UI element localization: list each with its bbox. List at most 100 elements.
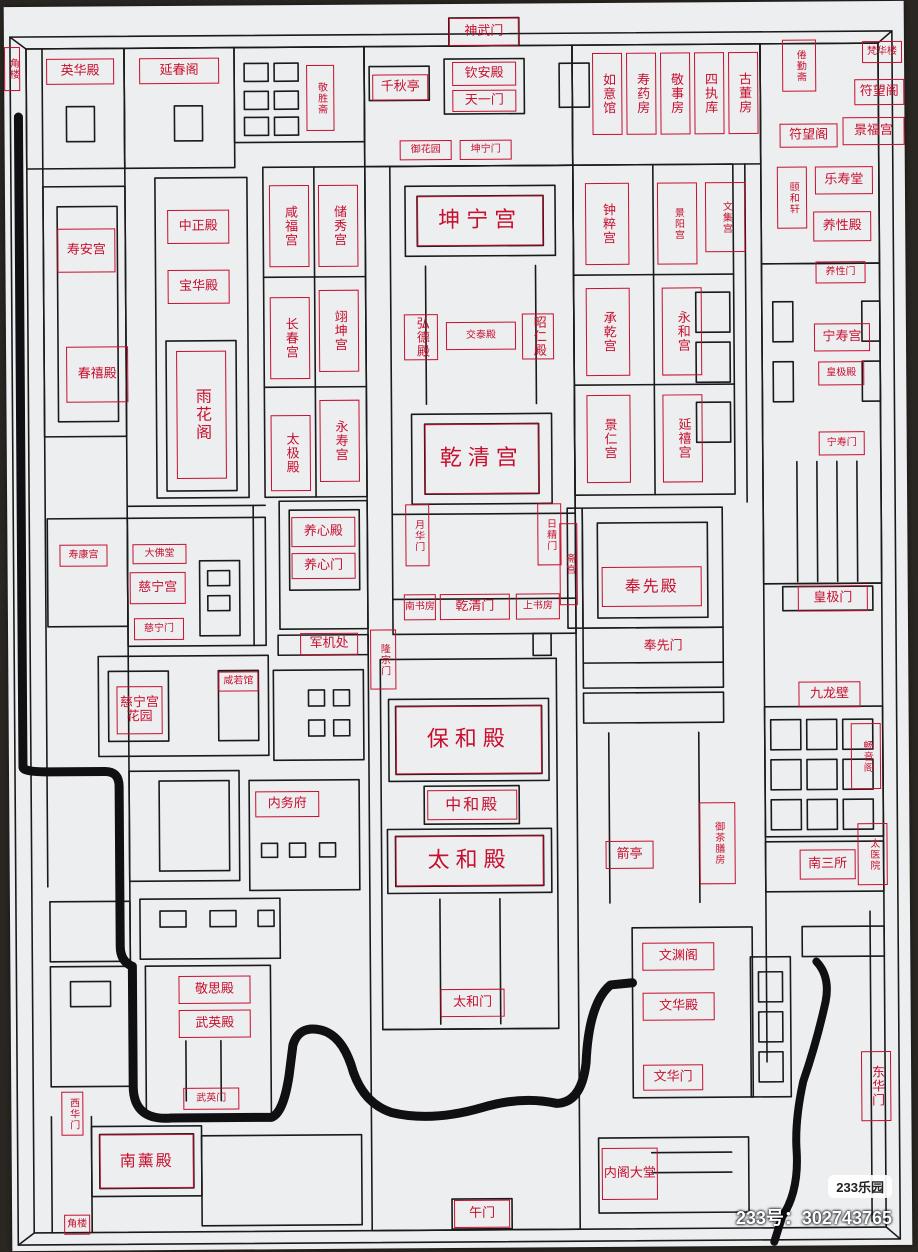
label-hongdedian: 弘德殿 (403, 314, 439, 361)
label-yinghuadian: 英华殿 (46, 58, 115, 85)
label-neiwufu: 内务府 (255, 790, 320, 818)
forbidden-city-plan (9, 16, 902, 1246)
label-shangshufang: 上书房 (515, 593, 560, 620)
label-juanqinzhai: 倦勤斋 (781, 39, 817, 92)
label-jianting: 箭亭 (605, 840, 654, 869)
label-wenyuange: 文渊阁 (642, 942, 715, 971)
label-zhongzhengdian: 中正殿 (167, 209, 230, 245)
label-yikungong: 翊坤宫 (318, 289, 360, 372)
label-ciningmen: 慈宁门 (133, 617, 185, 641)
label-junjichu: 军机处 (300, 632, 359, 656)
label-yangxindian: 养心殿 (291, 516, 356, 548)
inner-golden-water-river (13, 112, 637, 1123)
label-corner-tower-bl: 角楼 (64, 1214, 91, 1235)
label-neigedatang: 内阁大堂 (601, 1147, 659, 1201)
label-fuwangge2: 符望阁 (779, 123, 838, 148)
label-dafodian: 大佛堂 (132, 543, 187, 565)
label-jingsidian: 敬思殿 (178, 975, 251, 1004)
label-nansansuo: 南三所 (799, 849, 856, 880)
label-zhonghedian: 中和殿 (427, 789, 518, 821)
label-yuhuayuan: 御花园 (399, 140, 452, 161)
label-yangxingdian: 养性殿 (813, 211, 872, 242)
label-shouandian: 寿安宫 (57, 228, 116, 273)
label-qianqingmen: 乾清门 (439, 593, 510, 621)
label-fengxiandian: 奉先殿 (601, 566, 702, 607)
label-jiaotaidian: 交泰殿 (445, 321, 517, 351)
label-yuehuamen: 月华门 (405, 504, 430, 567)
label-ningshoumen: 宁寿门 (818, 431, 865, 456)
watermark-text: 233号：302743765 (735, 1208, 892, 1228)
label-zhongdinggong: 文集宫 (704, 181, 746, 253)
label-chengqiangong: 承乾宫 (585, 287, 631, 377)
label-huangjimen: 皇极门 (797, 585, 868, 612)
label-sizhiku: 四执库 (694, 52, 725, 135)
outer-wall (9, 30, 902, 1246)
label-yuhuage: 雨花阁 (176, 350, 227, 479)
label-yuchashanfang: 御茶膳房 (699, 802, 736, 885)
label-shoukanggong: 寿康宫 (59, 544, 108, 567)
label-jingrengong: 景仁宫 (586, 394, 632, 484)
east-river (770, 957, 831, 1246)
label-corner-tower-tl: 角楼 (3, 47, 21, 92)
label-baohedian: 保和殿 (395, 705, 543, 775)
label-wenhuamen: 文华门 (643, 1064, 704, 1091)
label-jingqige: 景福宫 (842, 116, 905, 146)
label-xianfugong: 咸福宫 (268, 185, 310, 268)
label-kunninggong: 坤宁宫 (416, 195, 544, 247)
label-qianqinggong: 乾清宫 (424, 423, 540, 495)
label-fuwangge: 符望阁 (854, 78, 905, 106)
label-rijingmen: 日精门 (537, 503, 562, 566)
label-chunxidian: 春禧殿 (66, 346, 129, 403)
label-donghuamen: 东华门 (860, 1050, 892, 1122)
label-wuyingmen: 武英门 (183, 1087, 240, 1110)
label-ciningyuan: 慈宁宫花园 (116, 686, 163, 735)
label-nanshufang: 南书房 (403, 594, 436, 621)
label-xihuamen: 西华门 (61, 1091, 84, 1136)
label-jingyanggong: 景阳宫 (656, 182, 698, 265)
label-fengxianmen: 奉先门 (643, 638, 683, 654)
label-yanxigong: 延禧宫 (662, 394, 704, 483)
label-jingshifang: 敬事房 (660, 52, 691, 135)
label-shenwumen: 神武门 (448, 17, 519, 47)
label-yongshougong: 永寿宫 (319, 399, 360, 482)
label-taiyiyuan: 太医院 (857, 823, 888, 886)
hand-drawn-map-paper: 神武门 英华殿 延春阁 敬胜斋 千秋亭 钦安殿 天一门 如意馆 寿药房 敬事房 … (3, 0, 913, 1252)
label-shoukangfang: 寿药房 (626, 52, 657, 135)
label-yangxinmen: 养心门 (291, 552, 356, 580)
label-taihedian: 太和殿 (395, 835, 544, 887)
label-qinandian: 钦安殿 (452, 61, 517, 87)
label-gudongfang: 古董房 (728, 51, 759, 135)
label-xianruoguan: 咸若馆 (218, 671, 259, 692)
label-wumen: 午门 (454, 1199, 511, 1229)
label-wenhuadian: 文华殿 (642, 992, 715, 1021)
label-qianqiuting: 千秋亭 (372, 74, 429, 101)
label-leshoutang: 乐寿堂 (814, 166, 873, 195)
label-nanxundian: 南薰殿 (99, 1133, 194, 1189)
label-kunningmen: 坤宁门 (459, 139, 512, 160)
label-yanqulou: 颐和轩 (776, 166, 808, 229)
label-zhaigong: 斋宫 (559, 523, 578, 606)
label-tianyimen: 天一门 (452, 89, 517, 113)
label-ningshougong: 宁寿宫 (813, 323, 871, 352)
label-yonghegong: 永和宫 (661, 287, 703, 376)
label-baohuadian: 宝华殿 (167, 269, 230, 305)
label-yangxingmen: 养性门 (815, 261, 866, 284)
label-taihemen: 太和门 (440, 988, 505, 1018)
label-cininggong: 慈宁宫 (129, 571, 186, 605)
label-yingchunge: 延春阁 (139, 57, 220, 85)
watermark: 233乐园 233号：302743765 (736, 1175, 892, 1230)
label-ruyiguan: 如意馆 (592, 52, 623, 136)
label-huangjidian: 皇极殿 (818, 361, 865, 386)
watermark-logo: 233乐园 (828, 1175, 892, 1198)
label-taijidian: 太极殿 (270, 415, 312, 492)
label-fanhualou: 梵华楼 (861, 40, 903, 64)
label-jiulongbi: 九龙壁 (798, 681, 861, 708)
label-shuixiu: 敬胜斋 (306, 64, 335, 132)
label-changchungong: 长春宫 (269, 297, 311, 380)
label-zhongcuigong: 钟粹宫 (584, 182, 630, 266)
label-wuyingdian: 武英殿 (178, 1009, 251, 1038)
label-changyinge: 畅音阁 (850, 723, 882, 790)
label-longzongmen: 隆宗门 (370, 629, 397, 690)
label-chuxiugong: 储秀宫 (317, 184, 359, 267)
label-zhaorendian: 昭仁殿 (521, 313, 555, 360)
